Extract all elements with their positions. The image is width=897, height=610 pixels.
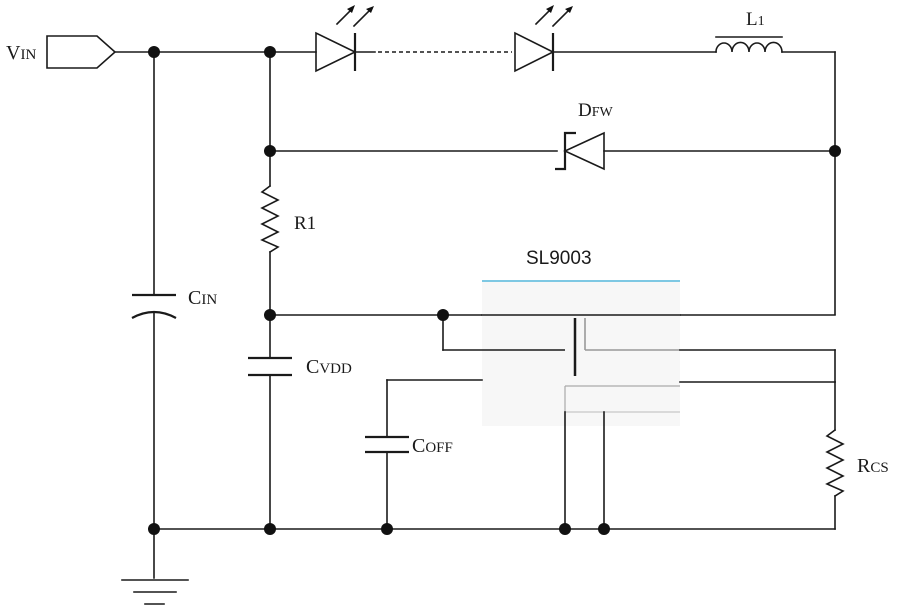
- coff-label: COFF: [412, 435, 453, 457]
- ic-ground-wire: [564, 411, 605, 530]
- dfw-label: DFW: [578, 100, 614, 121]
- junction-dots: [148, 46, 841, 535]
- resistor-icon: [825, 428, 845, 498]
- coff-wire: [386, 379, 483, 530]
- capacitor-icon: [248, 356, 292, 377]
- cs-wire: [679, 349, 836, 530]
- schottky-diode-icon: [555, 131, 605, 171]
- rcs-label: RCS: [857, 455, 889, 477]
- led-icon: [514, 5, 573, 73]
- cin-label: CIN: [188, 287, 217, 309]
- led-icon: [315, 5, 374, 73]
- ic-body: [481, 280, 681, 426]
- capacitor-icon: [131, 293, 177, 319]
- r1-label: R1: [294, 213, 316, 234]
- top-rail-wire: [114, 51, 836, 315]
- vin-label: VIN: [6, 42, 36, 64]
- resistor-icon: [260, 184, 280, 254]
- ground-icon: [121, 579, 189, 605]
- capacitor-icon: [365, 435, 409, 454]
- l1-label: L1: [746, 9, 765, 30]
- input-port-icon: [46, 35, 117, 69]
- ic-name-label: SL9003: [526, 248, 592, 269]
- cvdd-label: CVDD: [306, 356, 352, 378]
- inductor-icon: [715, 36, 783, 53]
